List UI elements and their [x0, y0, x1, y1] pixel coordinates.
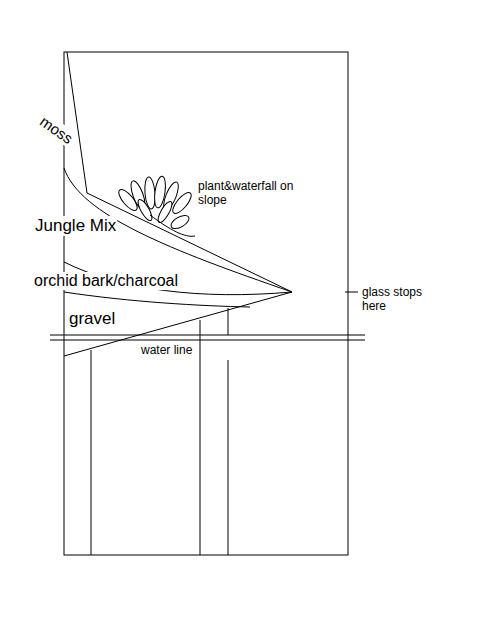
water-line — [50, 335, 365, 336]
tank-outline — [64, 52, 348, 555]
glass-divider — [200, 320, 201, 555]
water-line — [50, 340, 365, 341]
layer-label: Jungle Mix — [34, 216, 117, 236]
plant-drawing — [116, 175, 195, 236]
moss-line — [67, 52, 292, 292]
leader-line — [345, 292, 358, 293]
root — [150, 215, 195, 236]
layer-label: gravel — [68, 309, 116, 329]
layer-label: moss — [36, 112, 77, 148]
glass-divider — [228, 360, 229, 555]
leaf — [169, 213, 191, 232]
bark-bottom-curve — [64, 292, 250, 307]
water-label: water line — [140, 344, 193, 358]
plant-note: plant&waterfall on slope — [197, 180, 297, 208]
glass-divider — [228, 308, 229, 335]
leaf — [136, 198, 155, 223]
leaf — [170, 190, 194, 216]
layer-label: orchid bark/charcoal — [33, 272, 179, 290]
glass-divider — [91, 350, 92, 555]
glass-note: glass stops here — [361, 286, 435, 314]
